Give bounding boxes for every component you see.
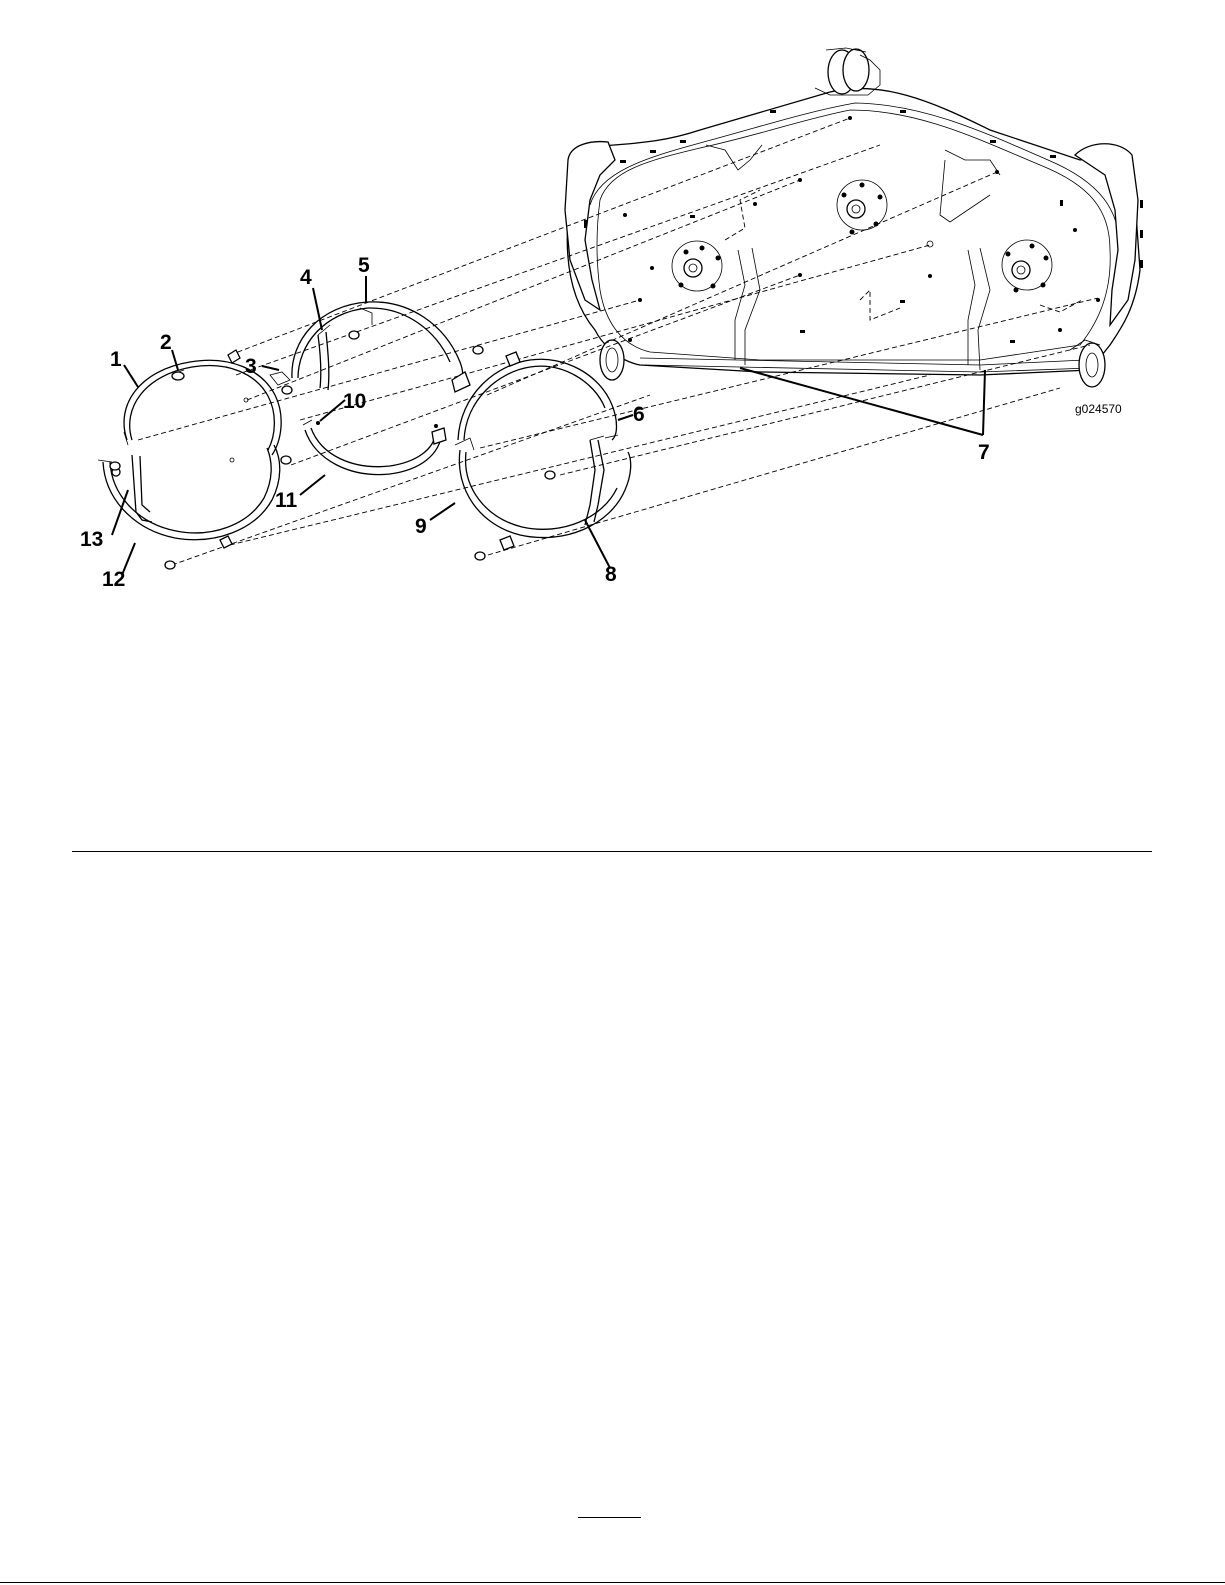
figure-id: g024570 xyxy=(1075,402,1122,416)
part-10-hardware xyxy=(316,421,438,428)
callout-13: 13 xyxy=(80,528,103,551)
callout-8: 8 xyxy=(605,563,617,586)
callout-2: 2 xyxy=(160,331,172,354)
callout-4: 4 xyxy=(300,266,312,289)
rear-roller xyxy=(815,48,880,95)
callout-10: 10 xyxy=(343,390,366,413)
mower-deck xyxy=(565,48,1143,387)
part-8-tab xyxy=(585,436,604,525)
page-number-rule xyxy=(578,1517,641,1518)
page-bottom-border xyxy=(0,1582,1225,1583)
left-front-wheel xyxy=(600,340,624,380)
exploded-parts-diagram: 1 2 3 4 5 6 7 8 9 10 11 12 13 g024570 xyxy=(0,0,1225,620)
callout-12: 12 xyxy=(102,568,125,591)
part-6-baffle xyxy=(458,352,618,440)
part-1-baffle xyxy=(124,350,281,455)
callout-6: 6 xyxy=(633,403,645,426)
callout-9: 9 xyxy=(415,515,427,538)
callout-11: 11 xyxy=(275,489,298,512)
part-11-baffle xyxy=(303,420,446,475)
section-divider xyxy=(72,851,1152,852)
callout-5: 5 xyxy=(358,254,370,277)
part-4-tab xyxy=(318,325,330,390)
callout-3: 3 xyxy=(245,355,257,378)
callout-7: 7 xyxy=(978,441,990,464)
callout-1: 1 xyxy=(110,348,122,371)
